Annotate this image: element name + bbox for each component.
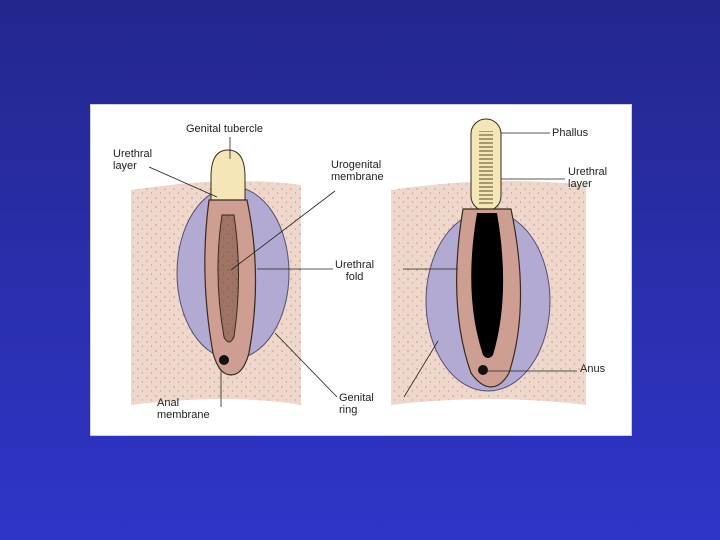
label-phallus: Phallus: [552, 127, 588, 139]
label-text: Urethral: [568, 166, 607, 178]
label-text: Anal: [157, 397, 210, 409]
label-urethral-layer-right: Urethral layer: [568, 166, 607, 190]
label-anal-membrane: Anal membrane: [157, 397, 210, 421]
label-text: Genital: [339, 392, 374, 404]
label-anus: Anus: [580, 363, 605, 375]
label-text: Anus: [580, 363, 605, 375]
label-text: Phallus: [552, 127, 588, 139]
label-text: membrane: [331, 171, 384, 183]
label-urethral-layer-left: Urethral layer: [113, 148, 152, 172]
label-genital-ring: Genital ring: [339, 392, 374, 416]
label-urethral-fold: Urethral fold: [335, 259, 374, 283]
label-text: Urogenital: [331, 159, 384, 171]
label-text: ring: [339, 404, 374, 416]
label-text: Genital tubercle: [186, 123, 263, 135]
label-text: fold: [335, 271, 374, 283]
label-text: Urethral: [335, 259, 374, 271]
left-anal-membrane: [219, 355, 229, 365]
left-diagram: [131, 150, 301, 405]
left-genital-tubercle: [211, 150, 245, 200]
label-text: Urethral: [113, 148, 152, 160]
right-anus: [478, 365, 488, 375]
label-text: layer: [568, 178, 607, 190]
label-text: membrane: [157, 409, 210, 421]
right-diagram: [391, 119, 586, 405]
embryology-figure: Genital tubercle Urethral layer Urogenit…: [90, 104, 632, 436]
label-genital-tubercle: Genital tubercle: [186, 123, 263, 135]
label-urogenital-membrane: Urogenital membrane: [331, 159, 384, 183]
label-text: layer: [113, 160, 152, 172]
